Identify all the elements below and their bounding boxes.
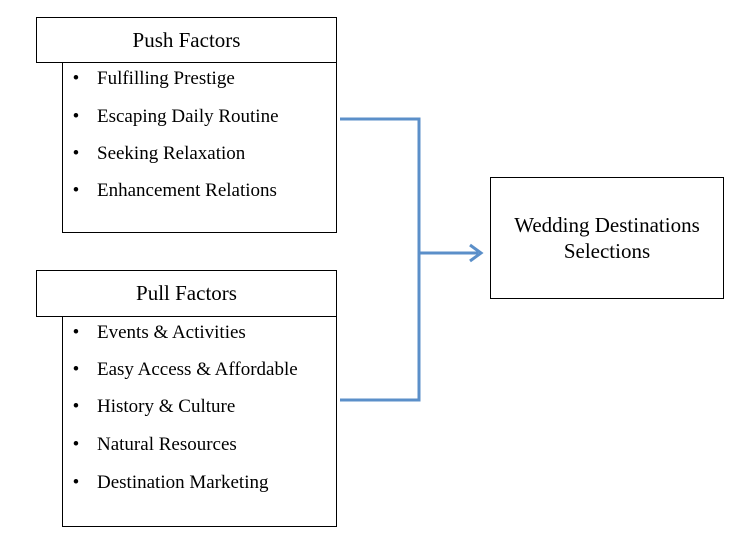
push-factors-title: Push Factors	[132, 27, 241, 52]
pull-factors-title: Pull Factors	[136, 281, 237, 305]
push-factors-list: • Fulfilling Prestige • Escaping Daily R…	[62, 62, 337, 233]
push-connector-line	[340, 117, 421, 402]
push-factors-header: Push Factors	[36, 17, 337, 63]
target-label-line-2: Selections	[563, 239, 651, 263]
pull-factors-list: • Events & Activities • Easy Access & Af…	[62, 316, 337, 527]
bullet-icon: •	[72, 472, 80, 493]
pull-factors-header: Pull Factors	[36, 270, 337, 317]
bullet-icon: •	[72, 434, 80, 455]
arrowhead-icon	[469, 243, 484, 263]
bullet-icon: •	[72, 143, 80, 164]
bullet-icon: •	[72, 106, 80, 127]
bullet-icon: •	[72, 322, 80, 343]
bullet-icon: •	[72, 359, 80, 380]
target-label-line-1: Wedding Destinations	[514, 213, 700, 237]
target-label: Wedding Destinations Selections	[514, 212, 700, 264]
wedding-destinations-box: Wedding Destinations Selections	[490, 177, 724, 299]
bullet-icon: •	[72, 396, 80, 417]
bullet-icon: •	[72, 68, 80, 89]
bullet-icon: •	[72, 180, 80, 201]
